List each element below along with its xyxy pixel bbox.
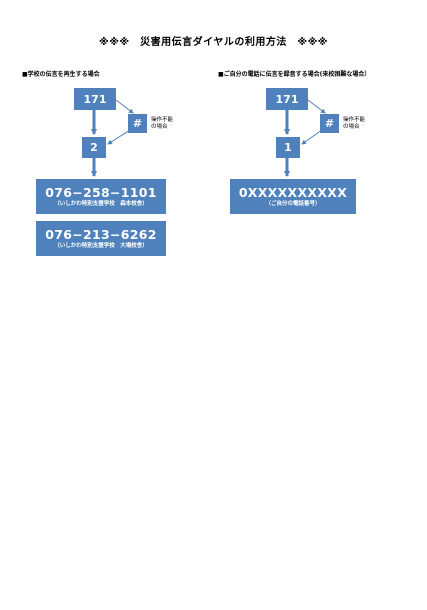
- right-arrow-171-to-hash: [307, 99, 326, 114]
- left-note-line2: の場合: [151, 123, 168, 130]
- left-fallback-note: 操作不能 の場合: [151, 117, 173, 131]
- left-arrow-171-to-hash: [115, 99, 134, 114]
- left-arrow-hash-to-2: [107, 129, 131, 145]
- left-hash-box: #: [128, 114, 147, 133]
- right-step-1-label: 1: [284, 141, 292, 154]
- left-phone-box-1: 076−258−1101 （いしかわ特別支援学校 森本校舎）: [36, 179, 166, 214]
- left-section-heading: ■学校の伝言を再生する場合: [22, 71, 100, 78]
- page-title: ※※※ 災害用伝言ダイヤルの利用方法 ※※※: [98, 37, 329, 48]
- left-phone-number-2: 076−213−6262: [45, 226, 157, 242]
- right-step-171-label: 171: [275, 92, 299, 106]
- right-section-heading: ■ご自分の電話に伝言を録音する場合(来校困難な場合）: [218, 71, 371, 78]
- left-phone-number-1: 076−258−1101: [45, 184, 157, 200]
- left-phone-box-2: 076−213−6262 （いしかわ特別支援学校 大場校舎）: [36, 221, 166, 256]
- left-note-line1: 操作不能: [151, 117, 174, 123]
- right-step-1-box: 1: [276, 137, 300, 158]
- left-step-2-label: 2: [90, 141, 98, 154]
- right-phone-number: 0XXXXXXXXXX: [238, 184, 348, 200]
- right-hash-box: #: [320, 114, 339, 133]
- left-phone-label-2: （いしかわ特別支援学校 大場校舎）: [54, 243, 148, 250]
- right-note-line2: の場合: [343, 123, 360, 130]
- right-phone-box: 0XXXXXXXXXX （ご自分の電話番号）: [230, 179, 356, 214]
- right-hash-label: #: [324, 117, 335, 130]
- left-step-171-box: 171: [74, 88, 116, 110]
- right-fallback-note: 操作不能 の場合: [343, 117, 365, 131]
- left-hash-label: #: [132, 117, 143, 130]
- right-arrow-hash-to-1: [301, 129, 323, 145]
- right-note-line1: 操作不能: [343, 117, 366, 123]
- right-phone-label: （ご自分の電話番号）: [265, 201, 321, 208]
- left-step-171-label: 171: [83, 92, 107, 106]
- left-phone-label-1: （いしかわ特別支援学校 森本校舎）: [54, 201, 148, 208]
- right-step-171-box: 171: [266, 88, 308, 110]
- left-step-2-box: 2: [82, 137, 106, 158]
